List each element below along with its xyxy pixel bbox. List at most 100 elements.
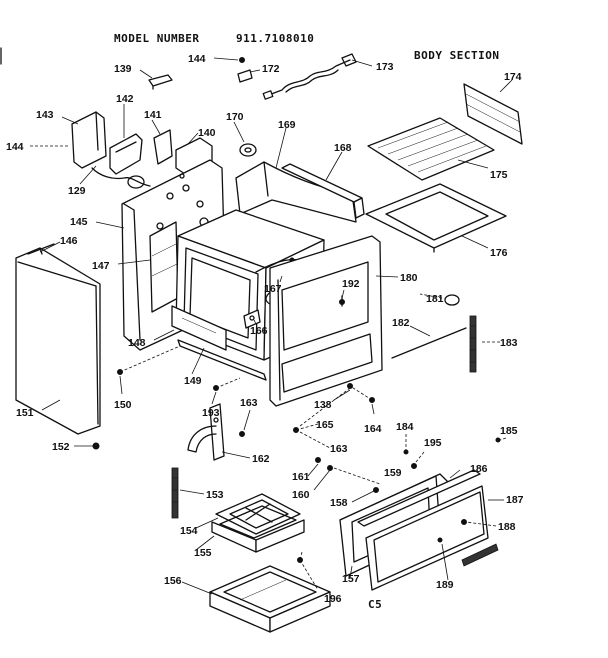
part-170-grommet (239, 143, 257, 157)
page-code: C5 (368, 598, 382, 611)
callout-145: 145 (70, 216, 88, 228)
callout-labels: 139 144 172 173 174 143 142 141 140 170 … (6, 53, 524, 605)
part-148-bottom-plate (171, 305, 227, 351)
callout-151: 151 (16, 407, 34, 419)
part-181-knob (444, 294, 460, 306)
part-142-terminal-block (109, 133, 143, 175)
callout-195: 195 (424, 437, 442, 449)
model-number-value: 911.7108010 (236, 32, 314, 45)
part-183-strip (469, 315, 477, 373)
part-180-front-frame (269, 235, 383, 407)
part-151-side-panel (15, 247, 101, 435)
part-129-cable (91, 167, 151, 189)
part-147-side-insulation (149, 221, 179, 313)
callout-174: 174 (504, 71, 522, 83)
part-189-door-handle (437, 537, 499, 567)
part-155-burner-box (211, 505, 305, 553)
callout-167: 167 (264, 283, 282, 295)
callout-188: 188 (498, 521, 516, 533)
callout-142: 142 (116, 93, 134, 105)
callout-138: 138 (314, 399, 332, 411)
callout-183: 183 (500, 337, 518, 349)
callout-181: 181 (426, 293, 444, 305)
callout-163-upper: 163 (240, 397, 258, 409)
callout-186: 186 (470, 463, 488, 475)
part-144-screw (239, 57, 245, 63)
callout-139: 139 (114, 63, 132, 75)
callout-187: 187 (506, 494, 524, 506)
callout-147: 147 (92, 260, 110, 272)
model-number-label: MODEL NUMBER (114, 32, 199, 45)
part-169-top-duct (235, 161, 357, 223)
callout-148: 148 (128, 337, 146, 349)
part-141-bracket (153, 129, 173, 165)
part-161-screw (315, 457, 321, 463)
part-174-rear-shield (463, 83, 523, 145)
callout-189: 189 (436, 579, 454, 591)
callout-193: 193 (202, 407, 220, 419)
part-187-outer-door (365, 485, 489, 591)
callout-162: 162 (252, 453, 270, 465)
callout-150: 150 (114, 399, 132, 411)
callout-196: 196 (324, 593, 342, 605)
callout-155: 155 (194, 547, 212, 559)
part-143-back-cover (71, 111, 107, 169)
part-168-rear-strip (281, 163, 365, 219)
callout-144-top: 144 (188, 53, 206, 65)
callout-172: 172 (262, 63, 280, 75)
callout-160: 160 (292, 489, 310, 501)
callout-176: 176 (490, 247, 508, 259)
part-153-spring (171, 467, 179, 519)
callout-152: 152 (52, 441, 70, 453)
part-185-screw (495, 437, 501, 443)
callout-141: 141 (144, 109, 162, 121)
part-149-kick-panel (177, 339, 267, 381)
part-160-screw (327, 465, 333, 471)
callout-158: 158 (330, 497, 348, 509)
part-146-trim (27, 243, 55, 255)
part-186-door-liner (357, 469, 481, 527)
callout-144-left: 144 (6, 141, 24, 153)
part-156-storage-drawer (209, 565, 331, 633)
part-188-screw (461, 519, 467, 525)
callout-146: 146 (60, 235, 78, 247)
callout-182: 182 (392, 317, 410, 329)
part-162-hinge (187, 403, 225, 461)
callout-140: 140 (198, 127, 216, 139)
leader-lines (30, 57, 513, 595)
part-154-drip-tray (215, 493, 301, 535)
callout-192: 192 (342, 278, 360, 290)
callout-185: 185 (500, 425, 518, 437)
part-175-oven-rack (367, 117, 495, 181)
callout-168: 168 (334, 142, 352, 154)
callout-169: 169 (278, 119, 296, 131)
callout-129: 129 (68, 185, 86, 197)
callout-149: 149 (184, 375, 202, 387)
part-182-rod (391, 327, 467, 359)
part-172-clip (237, 69, 253, 83)
callout-163-lower: 163 (330, 443, 348, 455)
callout-153: 153 (206, 489, 224, 501)
callout-180: 180 (400, 272, 418, 284)
part-139-bracket (148, 74, 173, 90)
part-176-broiler-pan (365, 183, 507, 253)
part-195-screw (411, 463, 417, 469)
callout-170: 170 (226, 111, 244, 123)
part-173-power-cord (262, 53, 357, 100)
callout-159: 159 (384, 467, 402, 479)
part-184-screw (403, 449, 409, 455)
callout-166: 166 (250, 325, 268, 337)
section-title: BODY SECTION (414, 49, 499, 62)
callout-161: 161 (292, 471, 310, 483)
callout-165: 165 (316, 419, 334, 431)
callout-157: 157 (342, 573, 360, 585)
callout-154: 154 (180, 525, 198, 537)
callout-143: 143 (36, 109, 54, 121)
callout-173: 173 (376, 61, 394, 73)
callout-164: 164 (364, 423, 382, 435)
callout-156: 156 (164, 575, 182, 587)
callout-184: 184 (396, 421, 414, 433)
callout-175: 175 (490, 169, 508, 181)
part-163-screw (239, 431, 245, 437)
